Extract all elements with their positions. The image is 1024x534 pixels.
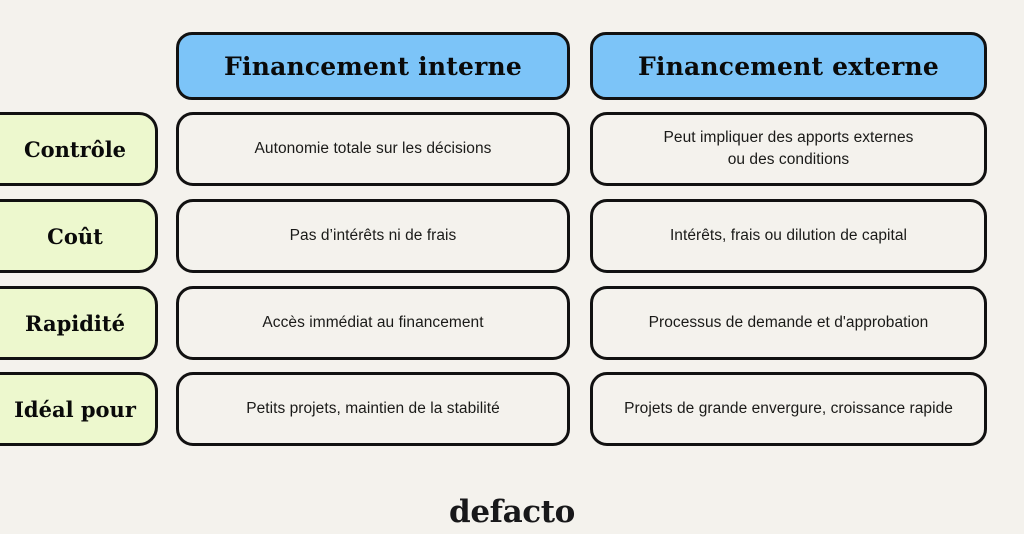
row-label-text: Rapidité (25, 310, 125, 336)
row-label-ideal-pour: Idéal pour (0, 372, 158, 446)
row-label-cout: Coût (0, 199, 158, 273)
column-header-label: Financement interne (224, 51, 522, 81)
row-label-text: Contrôle (23, 136, 127, 162)
cell-text: Accès immédiat au financement (262, 314, 484, 331)
brand-logo-text: defacto (449, 494, 575, 530)
column-header-label: Financement externe (637, 51, 940, 81)
cell-rapidite-externe: Processus de demande et d'approbation (590, 286, 987, 360)
brand-logo: defacto (0, 494, 1024, 530)
row-label-controle: Contrôle (0, 112, 158, 186)
cell-text: Intérêts, frais ou dilution de capital (669, 227, 908, 244)
column-header-financement-externe: Financement externe (590, 32, 987, 100)
row-label-text: Idéal pour (14, 396, 136, 422)
cell-text: Projets de grande envergure, croissance … (624, 400, 953, 417)
cell-text: Pas d’intérêts ni de frais (289, 227, 457, 244)
cell-ideal-pour-interne: Petits projets, maintien de la stabilité (176, 372, 570, 446)
cell-cout-externe: Intérêts, frais ou dilution de capital (590, 199, 987, 273)
cell-cout-interne: Pas d’intérêts ni de frais (176, 199, 570, 273)
row-label-text: Coût (47, 223, 103, 249)
column-header-financement-interne: Financement interne (176, 32, 570, 100)
cell-text: Processus de demande et d'approbation (648, 314, 929, 331)
cell-controle-interne: Autonomie totale sur les décisions (176, 112, 570, 186)
cell-text: Petits projets, maintien de la stabilité (246, 400, 500, 417)
cell-text: Autonomie totale sur les décisions (254, 140, 492, 157)
cell-ideal-pour-externe: Projets de grande envergure, croissance … (590, 372, 987, 446)
cell-rapidite-interne: Accès immédiat au financement (176, 286, 570, 360)
row-label-rapidite: Rapidité (0, 286, 158, 360)
